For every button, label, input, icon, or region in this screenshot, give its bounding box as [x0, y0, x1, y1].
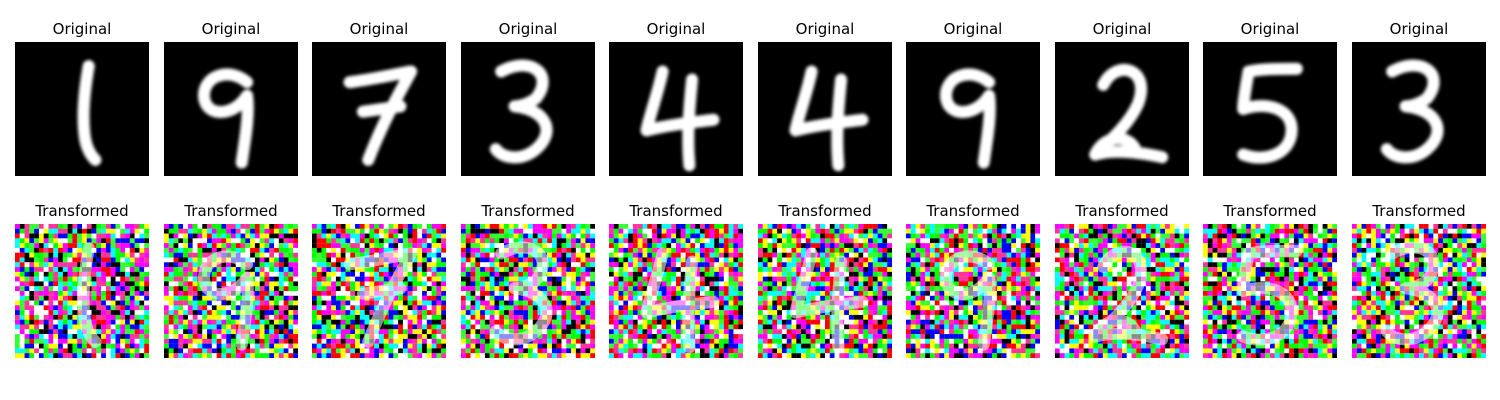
panel-title: Transformed — [184, 202, 278, 220]
noise-image — [461, 224, 595, 358]
digit-image — [906, 42, 1040, 176]
panel-title: Transformed — [1223, 202, 1317, 220]
panel-title: Transformed — [926, 202, 1020, 220]
transformed-image — [15, 224, 149, 358]
noise-image — [1352, 224, 1486, 358]
panel-title: Transformed — [778, 202, 872, 220]
original-image — [1203, 42, 1337, 176]
noise-image — [15, 224, 149, 358]
digit-image — [312, 42, 446, 176]
original-image — [461, 42, 595, 176]
digit-image — [1203, 42, 1337, 176]
panel-title: Transformed — [332, 202, 426, 220]
transformed-image — [164, 224, 298, 358]
noise-image — [906, 224, 1040, 358]
noise-image — [1203, 224, 1337, 358]
panel-title: Original — [1092, 20, 1152, 38]
transformed-image — [1352, 224, 1486, 358]
noise-image — [758, 224, 892, 358]
panel-title: Original — [1240, 20, 1300, 38]
panel-title: Original — [795, 20, 855, 38]
original-image — [164, 42, 298, 176]
noise-image — [1055, 224, 1189, 358]
panel-title: Original — [52, 20, 112, 38]
noise-image — [312, 224, 446, 358]
digit-image — [1055, 42, 1189, 176]
original-image — [758, 42, 892, 176]
transformed-image — [1203, 224, 1337, 358]
digit-image — [164, 42, 298, 176]
panel-title: Original — [943, 20, 1003, 38]
panel-title: Original — [498, 20, 558, 38]
transformed-image — [758, 224, 892, 358]
noise-image — [164, 224, 298, 358]
original-image — [1055, 42, 1189, 176]
transformed-image — [609, 224, 743, 358]
transformed-image — [312, 224, 446, 358]
original-image — [312, 42, 446, 176]
original-image — [1352, 42, 1486, 176]
transformed-image — [906, 224, 1040, 358]
panel-title: Transformed — [1075, 202, 1169, 220]
transformed-image — [461, 224, 595, 358]
digit-image — [461, 42, 595, 176]
noise-image — [609, 224, 743, 358]
panel-title: Transformed — [35, 202, 129, 220]
panel-title: Original — [201, 20, 261, 38]
original-image — [906, 42, 1040, 176]
panel-title: Transformed — [481, 202, 575, 220]
digit-image — [609, 42, 743, 176]
panel-title: Original — [349, 20, 409, 38]
original-image — [15, 42, 149, 176]
transformed-image — [1055, 224, 1189, 358]
digit-image — [15, 42, 149, 176]
panel-title: Original — [1389, 20, 1449, 38]
digit-image — [1352, 42, 1486, 176]
panel-title: Transformed — [1372, 202, 1466, 220]
original-image — [609, 42, 743, 176]
digit-image — [758, 42, 892, 176]
panel-title: Transformed — [629, 202, 723, 220]
panel-title: Original — [646, 20, 706, 38]
